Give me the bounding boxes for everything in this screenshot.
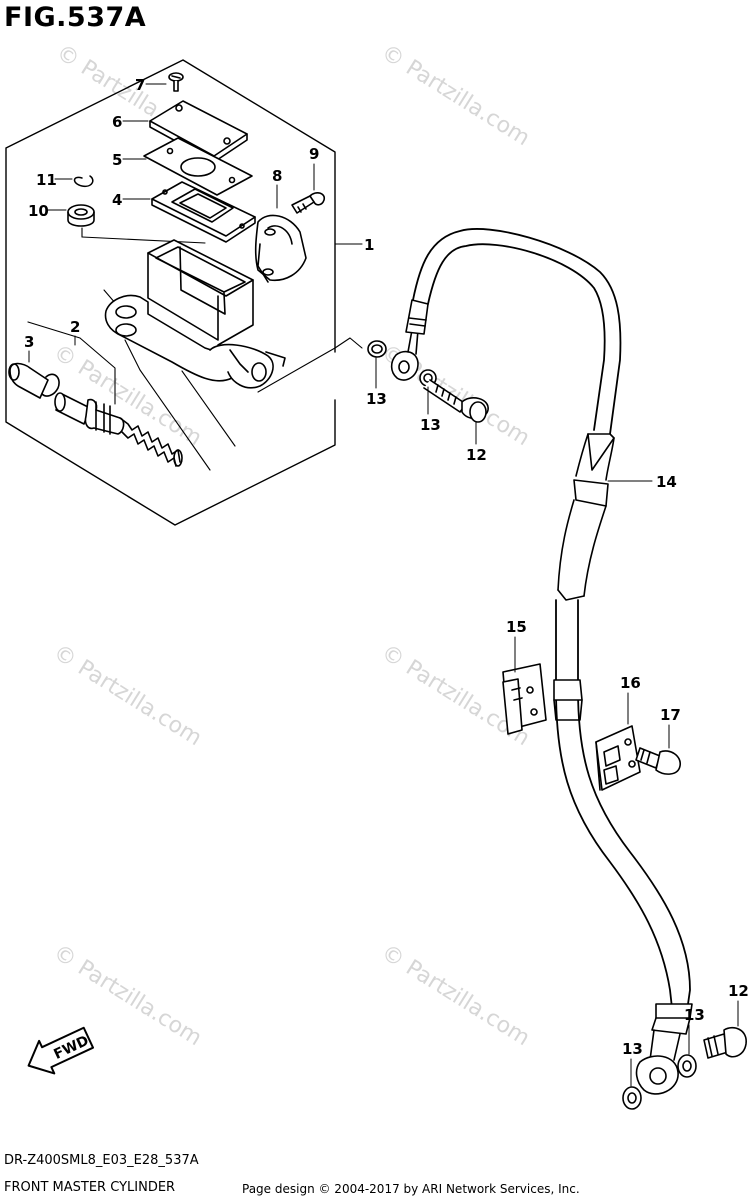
part-16-clamp xyxy=(595,725,641,791)
fwd-arrow-icon: FWD xyxy=(27,1026,95,1075)
part-3-boot-and-piston xyxy=(8,362,91,425)
callout-15: 15 xyxy=(506,618,527,636)
part-17-bolt xyxy=(635,747,681,775)
part-10-boot xyxy=(67,204,95,227)
callout-12: 12 xyxy=(466,446,487,464)
part-5-plate xyxy=(143,137,253,196)
callout-16: 16 xyxy=(620,674,641,692)
callout-3: 3 xyxy=(24,333,34,351)
callout-17: 17 xyxy=(660,706,681,724)
callout-5: 5 xyxy=(112,151,122,169)
part-4-diaphragm xyxy=(151,181,256,243)
assembly-outline xyxy=(5,59,336,526)
part-1-master-cylinder xyxy=(104,239,286,389)
part-14-brake-hose xyxy=(412,228,693,1095)
callout-4: 4 xyxy=(112,191,122,209)
callout-13: 13 xyxy=(420,416,441,434)
part-9-bolt xyxy=(291,191,326,214)
callout-2: 2 xyxy=(70,318,80,336)
diagram-code: DR-Z400SML8_E03_E28_537A xyxy=(4,1153,199,1168)
part-2-piston-spring xyxy=(84,398,183,467)
lower-banjo-hardware xyxy=(622,1026,747,1110)
callout-1: 1 xyxy=(364,236,374,254)
callout-14: 14 xyxy=(656,473,677,491)
callout-12: 12 xyxy=(728,982,749,1000)
callout-8: 8 xyxy=(272,167,282,185)
callout-9: 9 xyxy=(309,145,319,163)
upper-banjo-fitting xyxy=(367,299,489,423)
callout-13: 13 xyxy=(684,1006,705,1024)
callout-13: 13 xyxy=(622,1040,643,1058)
figure-title: FIG.537A xyxy=(4,2,147,33)
callout-11: 11 xyxy=(36,171,57,189)
callout-10: 10 xyxy=(28,202,49,220)
part-7-screw xyxy=(168,72,184,92)
part-15-bracket xyxy=(502,663,547,735)
part-11-circlip xyxy=(73,175,94,188)
diagram-subtitle: FRONT MASTER CYLINDER xyxy=(4,1180,176,1195)
part-8-clamp xyxy=(254,214,307,283)
callout-13: 13 xyxy=(366,390,387,408)
callout-6: 6 xyxy=(112,113,122,131)
page-credit: Page design © 2004-2017 by ARI Network S… xyxy=(242,1182,580,1196)
leader-lines xyxy=(27,227,363,471)
callout-7: 7 xyxy=(135,76,145,94)
